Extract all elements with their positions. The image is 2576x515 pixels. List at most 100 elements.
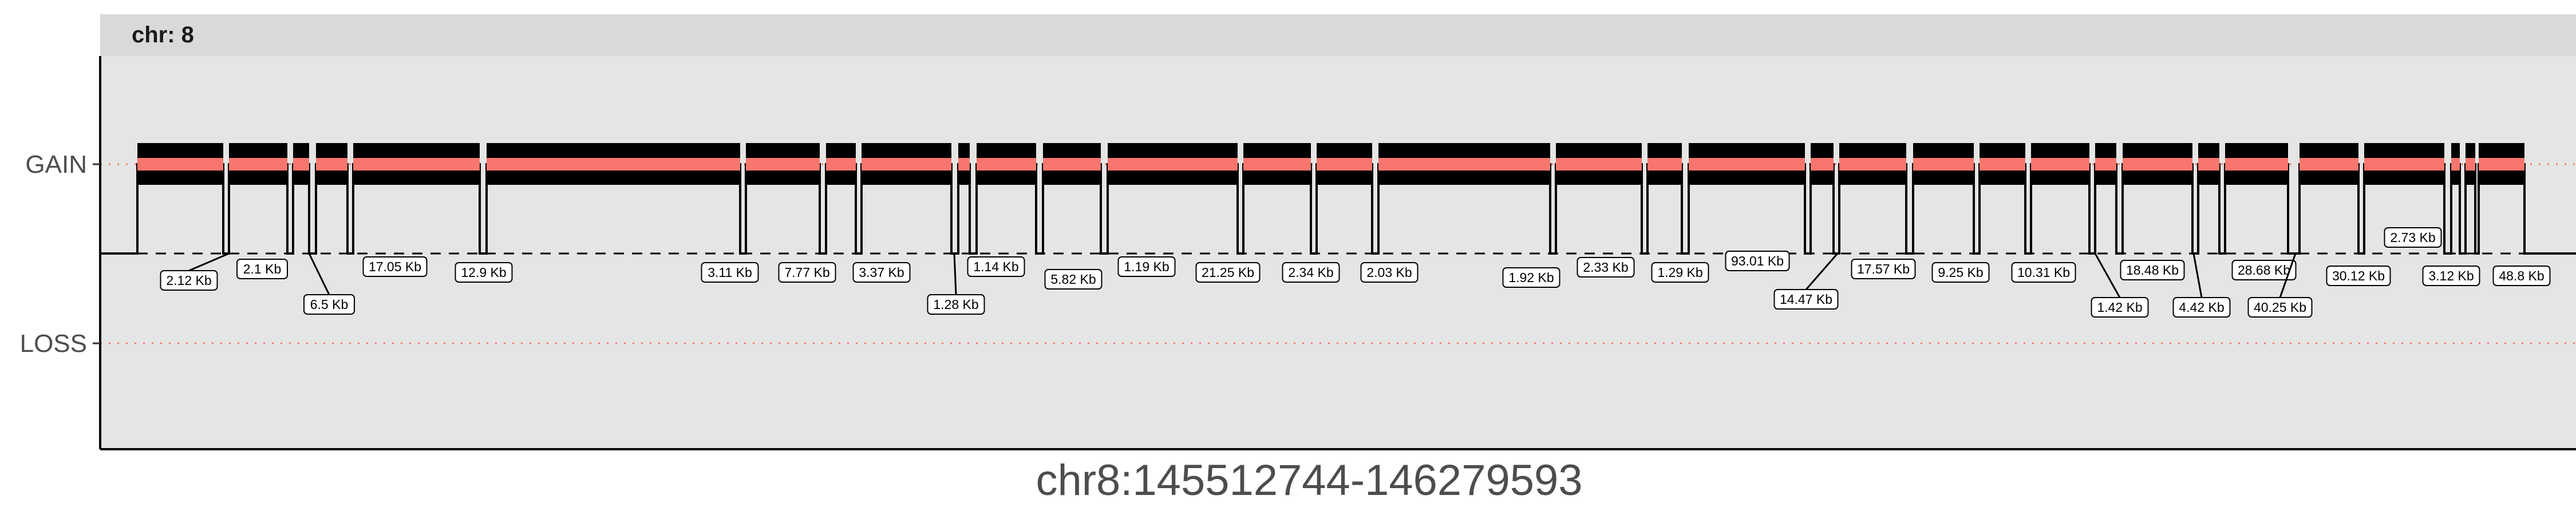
y-tick-label-loss: LOSS bbox=[20, 330, 87, 358]
gap-label-box-12 bbox=[1117, 256, 1176, 277]
gap-label-31: 3.12 Kb bbox=[2428, 268, 2474, 283]
gap-label-leader-24 bbox=[2094, 253, 2121, 298]
gap-label-13: 21.25 Kb bbox=[1202, 265, 1254, 280]
gain-line-3 bbox=[293, 158, 309, 171]
gain-line-30 bbox=[2364, 158, 2444, 171]
gap-label-box-32 bbox=[2492, 266, 2551, 286]
gap-label-box-8 bbox=[852, 262, 911, 283]
gain-line-31 bbox=[2451, 158, 2460, 171]
gap-label-box-23 bbox=[2011, 262, 2076, 283]
gap-label-box-29 bbox=[2326, 266, 2391, 286]
gap-label-11: 5.82 Kb bbox=[1050, 272, 1096, 287]
gain-line-13 bbox=[1108, 158, 1238, 171]
gap-label-box-5 bbox=[455, 262, 513, 283]
gap-label-box-27 bbox=[2231, 260, 2297, 280]
gap-label-box-22 bbox=[1931, 262, 1990, 283]
gap-label-32: 48.8 Kb bbox=[2499, 268, 2544, 283]
gap-label-15: 2.03 Kb bbox=[1366, 265, 1412, 280]
gap-label-box-28 bbox=[2247, 297, 2313, 318]
segments-layer bbox=[100, 143, 2576, 255]
x-axis-label: chr8:145512744-146279593 bbox=[1036, 456, 1582, 505]
gap-label-30: 2.73 Kb bbox=[2390, 230, 2435, 245]
gap-label-19: 93.01 Kb bbox=[1731, 253, 1784, 268]
gap-label-3: 6.5 Kb bbox=[310, 297, 349, 312]
gap-label-leader-3 bbox=[308, 253, 330, 295]
gap-label-leader-28 bbox=[2279, 253, 2297, 298]
gap-label-4: 17.05 Kb bbox=[369, 259, 421, 274]
gap-label-leader-20 bbox=[1805, 253, 1839, 290]
gap-label-box-17 bbox=[1577, 257, 1635, 278]
gain-line-17 bbox=[1556, 158, 1642, 171]
gap-label-box-19 bbox=[1725, 251, 1790, 271]
gap-label-box-21 bbox=[1851, 259, 1916, 279]
gain-line-10 bbox=[958, 158, 970, 171]
gap-label-24: 1.42 Kb bbox=[2097, 300, 2142, 315]
gap-label-box-24 bbox=[2091, 297, 2149, 318]
gap-label-box-25 bbox=[2120, 260, 2185, 280]
gain-line-1 bbox=[137, 158, 223, 171]
gap-label-box-9 bbox=[927, 294, 985, 315]
gain-line-7 bbox=[746, 158, 820, 171]
gain-line-19 bbox=[1689, 158, 1805, 171]
gap-labels-layer: 2.12 Kb 2.1 Kb 6.5 Kb 17.05 Kb 12.9 Kb 3.11 K… bbox=[160, 227, 2551, 318]
gap-label-leader-9 bbox=[953, 253, 957, 295]
gap-label-leader-26 bbox=[2192, 253, 2203, 298]
y-tick-label-gain: GAIN bbox=[25, 150, 87, 179]
gap-label-2: 2.1 Kb bbox=[243, 262, 282, 276]
gap-label-box-2 bbox=[236, 259, 288, 279]
gap-label-6: 3.11 Kb bbox=[708, 265, 752, 280]
gain-line-18 bbox=[1647, 158, 1682, 171]
gap-label-box-7 bbox=[778, 262, 836, 283]
gain-line-11 bbox=[977, 158, 1036, 171]
gap-label-1: 2.12 Kb bbox=[166, 273, 211, 288]
gap-label-26: 4.42 Kb bbox=[2179, 300, 2224, 315]
gap-label-box-1 bbox=[160, 270, 218, 291]
gain-line-33 bbox=[2479, 158, 2524, 171]
gain-line-8 bbox=[826, 158, 856, 171]
gap-label-box-16 bbox=[1502, 267, 1560, 288]
gap-label-box-20 bbox=[1773, 289, 1839, 310]
gap-label-box-18 bbox=[1651, 262, 1709, 283]
gain-line-6 bbox=[487, 158, 740, 171]
gap-label-16: 1.92 Kb bbox=[1508, 270, 1554, 285]
gap-label-5: 12.9 Kb bbox=[461, 265, 506, 280]
gain-line-32 bbox=[2466, 158, 2475, 171]
gain-line-25 bbox=[2095, 158, 2116, 171]
gap-label-23: 10.31 Kb bbox=[2017, 265, 2070, 280]
gap-label-8: 3.37 Kb bbox=[859, 265, 904, 280]
gap-label-27: 28.68 Kb bbox=[2238, 263, 2290, 278]
gap-label-20: 14.47 Kb bbox=[1780, 292, 1832, 307]
gain-line-24 bbox=[2031, 158, 2089, 171]
gain-line-12 bbox=[1043, 158, 1101, 171]
gap-label-box-26 bbox=[2172, 297, 2231, 318]
gap-label-12: 1.19 Kb bbox=[1124, 259, 1169, 274]
facet-strip bbox=[100, 14, 2576, 56]
gain-line-5 bbox=[353, 158, 480, 171]
gap-label-21: 17.57 Kb bbox=[1857, 262, 1910, 276]
gap-label-17: 2.33 Kb bbox=[1583, 260, 1628, 275]
gain-line-21 bbox=[1839, 158, 1906, 171]
gain-line-16 bbox=[1378, 158, 1550, 171]
gain-line-20 bbox=[1811, 158, 1834, 171]
gain-line-28 bbox=[2225, 158, 2288, 171]
gap-label-29: 30.12 Kb bbox=[2332, 268, 2385, 283]
gap-label-leader-1 bbox=[188, 252, 230, 272]
gain-line-4 bbox=[316, 158, 347, 171]
gap-label-22: 9.25 Kb bbox=[1938, 265, 1983, 280]
gap-label-box-6 bbox=[701, 262, 759, 283]
gap-label-18: 1.29 Kb bbox=[1657, 265, 1702, 280]
gap-label-box-11 bbox=[1044, 269, 1103, 290]
gain-line-26 bbox=[2123, 158, 2192, 171]
gain-line-9 bbox=[862, 158, 951, 171]
gain-line-29 bbox=[2300, 158, 2358, 171]
gap-label-box-31 bbox=[2422, 266, 2480, 286]
facet-label: chr: 8 bbox=[132, 22, 194, 47]
gap-label-box-3 bbox=[303, 294, 355, 315]
gap-label-box-14 bbox=[1282, 262, 1340, 283]
gap-label-28: 40.25 Kb bbox=[2254, 300, 2306, 315]
gap-label-9: 1.28 Kb bbox=[933, 297, 978, 312]
gap-label-25: 18.48 Kb bbox=[2126, 263, 2179, 278]
gain-line-22 bbox=[1913, 158, 1974, 171]
gap-label-box-15 bbox=[1360, 262, 1419, 283]
